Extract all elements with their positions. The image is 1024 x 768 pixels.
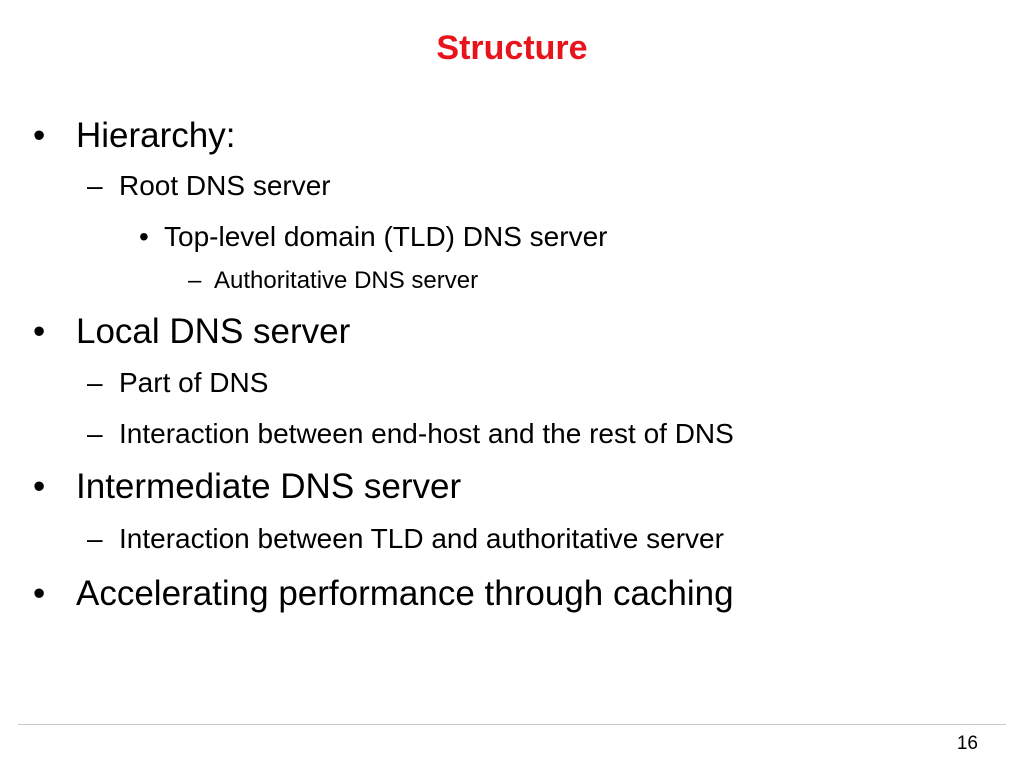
bullet-item: • Hierarchy: [33, 116, 236, 156]
bullet-item: – Authoritative DNS server [188, 267, 479, 295]
footer-divider [18, 724, 1006, 725]
bullet-marker: – [188, 267, 202, 294]
bullet-item: • Top-level domain (TLD) DNS server [139, 221, 608, 253]
bullet-text: Part of DNS [119, 367, 269, 398]
bullet-text: Accelerating performance through caching [76, 574, 734, 613]
bullet-marker: • [139, 221, 149, 252]
bullet-text: Root DNS server [119, 170, 331, 201]
bullet-text: Interaction between TLD and authoritativ… [119, 523, 724, 554]
bullet-text: Local DNS server [76, 312, 351, 351]
bullet-marker: • [33, 116, 46, 155]
bullet-text: Hierarchy: [76, 116, 236, 155]
bullet-item: • Local DNS server [33, 312, 351, 352]
bullet-item: – Interaction between end-host and the r… [87, 418, 734, 450]
bullet-marker: • [33, 312, 46, 351]
bullet-text: Interaction between end-host and the res… [119, 418, 734, 449]
bullet-item: • Intermediate DNS server [33, 467, 462, 507]
bullet-text: Top-level domain (TLD) DNS server [164, 221, 608, 252]
bullet-marker: – [87, 367, 103, 398]
bullet-marker: – [87, 418, 103, 449]
bullet-marker: – [87, 523, 103, 554]
bullet-item: • Accelerating performance through cachi… [33, 574, 734, 614]
bullet-item: – Root DNS server [87, 170, 331, 202]
bullet-marker: • [33, 574, 46, 613]
bullet-item: – Interaction between TLD and authoritat… [87, 523, 724, 555]
bullet-item: – Part of DNS [87, 367, 269, 399]
bullet-text: Intermediate DNS server [76, 467, 462, 506]
bullet-marker: – [87, 170, 103, 201]
bullet-text: Authoritative DNS server [214, 267, 479, 294]
bullet-marker: • [33, 467, 46, 506]
page-number: 16 [956, 733, 978, 754]
slide-title: Structure [436, 29, 588, 67]
